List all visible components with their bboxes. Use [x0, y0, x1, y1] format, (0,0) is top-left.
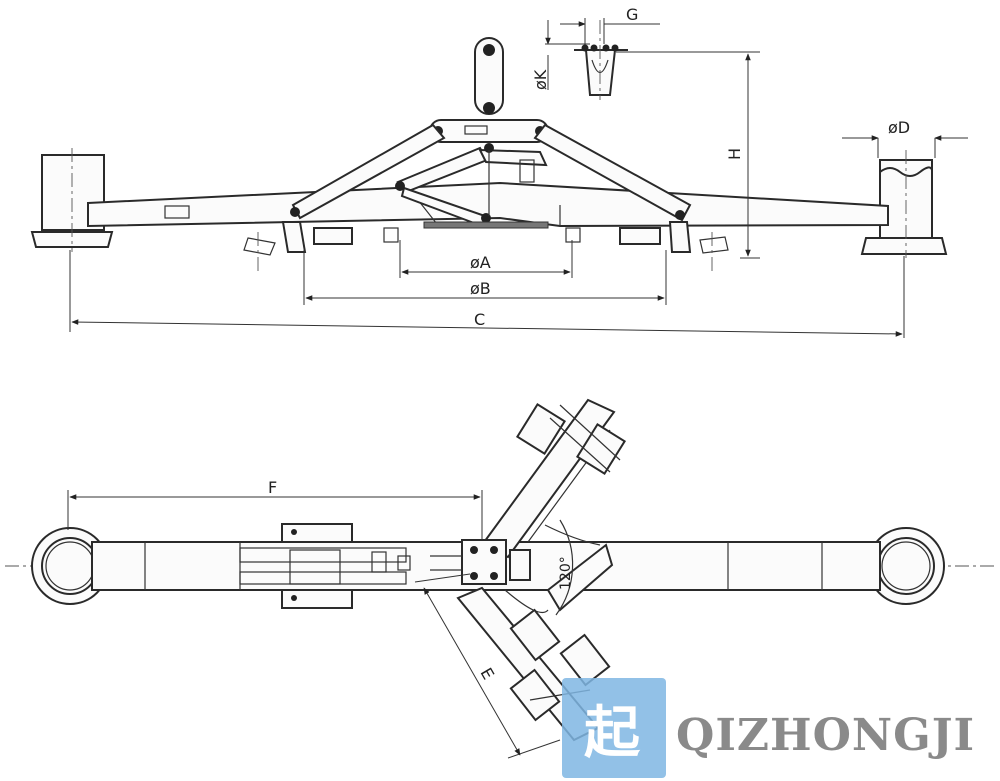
centre-hub: [430, 539, 531, 585]
right-end-post: [860, 150, 948, 258]
side-view: G øK H øD øA øB C: [30, 5, 968, 338]
upper-inclined-arm: [480, 398, 627, 559]
label-c: C: [474, 310, 485, 329]
label-e: E: [477, 665, 499, 683]
watermark-glyph: 起: [584, 700, 641, 766]
lifting-arms: [290, 123, 692, 228]
label-a: øA: [470, 253, 491, 272]
label-b: øB: [470, 279, 491, 298]
angle-arc: [555, 519, 574, 616]
spreader-beam: [87, 181, 889, 229]
pin-detail: [574, 20, 628, 100]
side-dimensions: [69, 18, 968, 338]
label-g: G: [626, 5, 638, 24]
label-k: øK: [531, 69, 550, 90]
watermark-text: QIZHONGJI: [676, 710, 975, 761]
watermark-logo-box: [562, 678, 666, 778]
plan-dimensions: [67, 490, 561, 759]
label-d: øD: [888, 118, 910, 137]
label-h: H: [725, 148, 744, 160]
left-clamp-assembly: [239, 523, 411, 609]
watermark: 起 QIZHONGJI: [562, 678, 975, 778]
plan-view: F E 120°: [5, 398, 995, 759]
upper-crossbar: [429, 119, 549, 143]
top-link: [474, 37, 504, 115]
left-end-post: [30, 148, 114, 252]
label-f: F: [268, 478, 277, 497]
clamp-jaws: [243, 221, 729, 272]
label-angle: 120°: [558, 556, 574, 590]
right-ring: [867, 527, 945, 605]
